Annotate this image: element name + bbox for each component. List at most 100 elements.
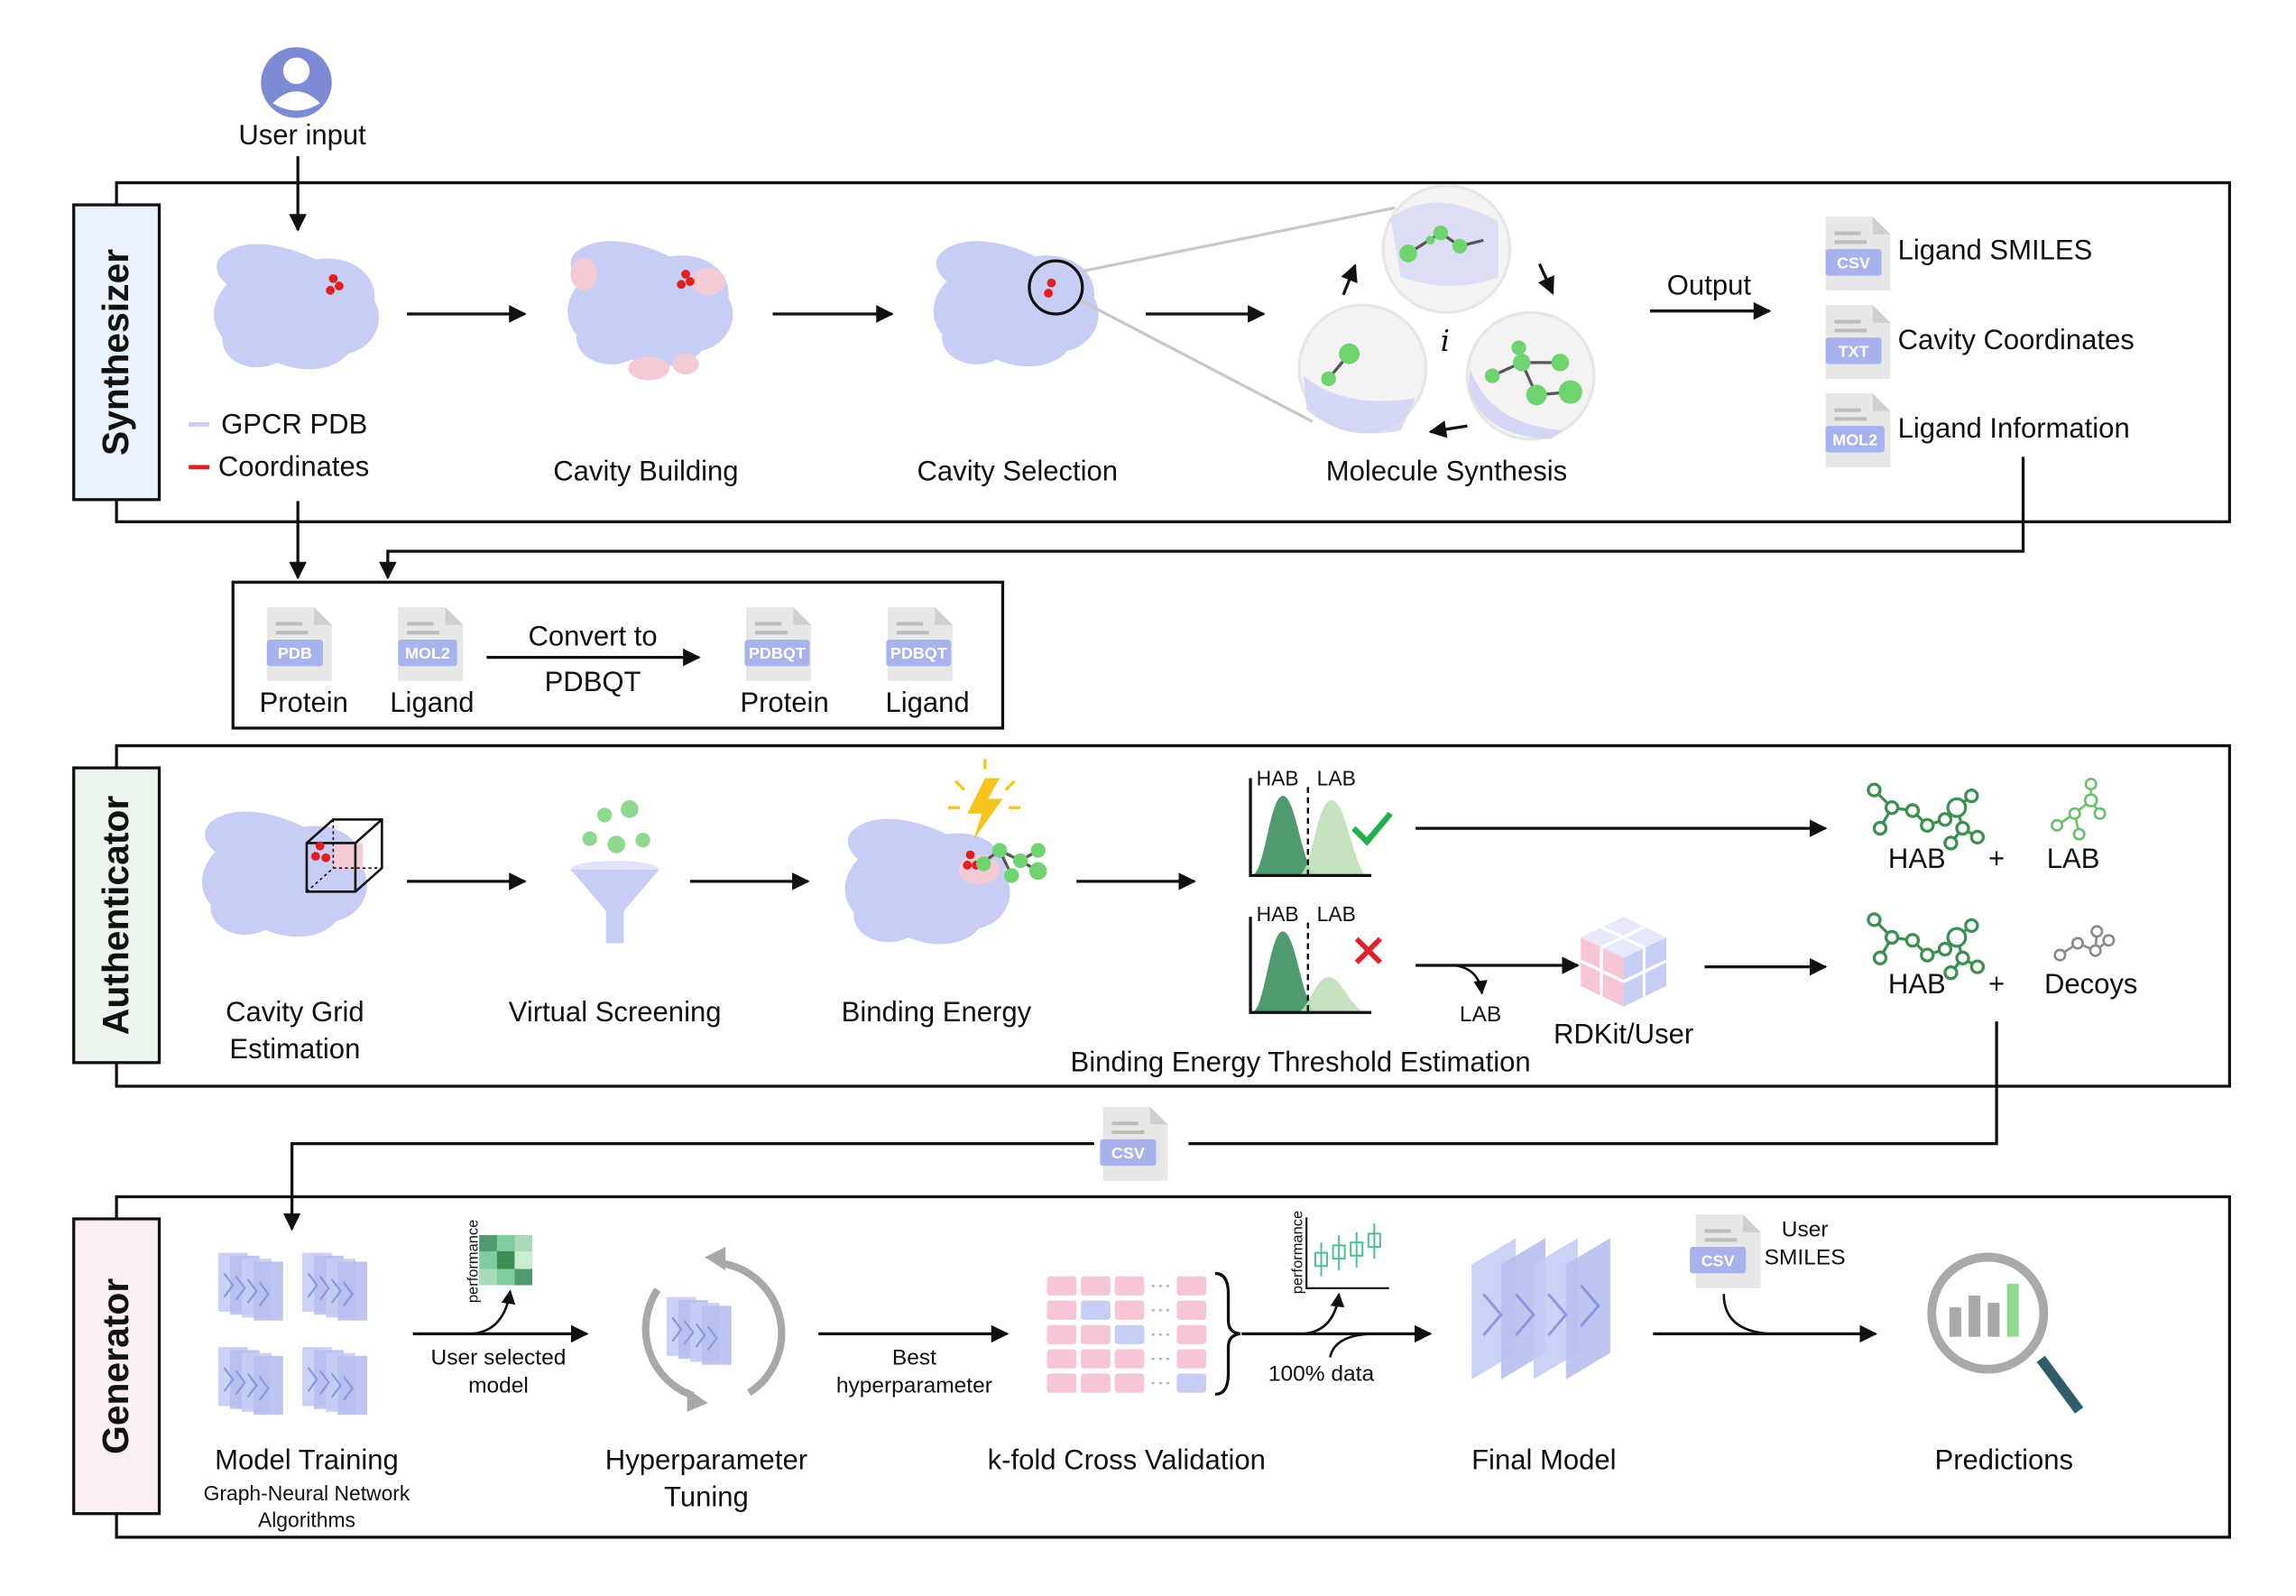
kfold-cell <box>1176 1324 1207 1344</box>
kfold-cell <box>1081 1300 1111 1320</box>
synthesizer-section: Synthesizer User input GPCR PDB Coordina… <box>72 47 2231 523</box>
kfold-brace <box>1214 1271 1240 1397</box>
hab-network-icon <box>1867 782 1986 851</box>
best-hp-label-2: hyperparameter <box>836 1374 992 1398</box>
cavity-selection-icon <box>933 206 1396 423</box>
output-file-mol2: MOL2 Ligand Information <box>1825 393 2130 467</box>
decoys-network-icon <box>2053 925 2116 962</box>
cavity-selection-label: Cavity Selection <box>917 456 1119 487</box>
convert-to-label: Convert to <box>528 621 657 652</box>
hundred-percent-label: 100% data <box>1268 1362 1375 1387</box>
authenticator-section: Authenticator Cavity Grid Estimation Vir… <box>72 743 2231 1088</box>
svg-text:PDBQT: PDBQT <box>890 644 947 662</box>
legend-pdb-label: GPCR PDB <box>221 408 367 439</box>
best-hp-label-1: Best <box>892 1346 936 1370</box>
predictions-label: Predictions <box>1935 1444 2074 1476</box>
authenticator-tab <box>72 766 161 1065</box>
generator-tab <box>72 1217 161 1516</box>
conversion-box: PDB Protein MOL2 Ligand Convert to PDBQT… <box>231 580 1005 730</box>
kfold-cell <box>1047 1349 1077 1369</box>
svg-text:CSV: CSV <box>1111 1144 1145 1162</box>
mol2-input-file-icon: MOL2 <box>398 607 464 681</box>
arrow-to-boxplot <box>1303 1292 1345 1335</box>
kfold-cell <box>1114 1324 1145 1344</box>
arrow-csv-to-generator <box>282 1142 1094 1232</box>
kfold-label: k-fold Cross Validation <box>988 1444 1266 1476</box>
kfold-cell <box>1114 1373 1145 1393</box>
result-decoys: Decoys <box>2044 968 2138 1000</box>
heatmap-performance-label: performance <box>466 1220 482 1303</box>
performance-heatmap-icon <box>479 1234 533 1286</box>
user-smiles-label-1: User <box>1782 1218 1829 1242</box>
synthesizer-title: Synthesizer <box>95 249 136 456</box>
virtual-screening-label: Virtual Screening <box>509 996 722 1028</box>
conversion-ligand-label: Ligand <box>390 687 474 718</box>
result-hab-1: HAB <box>1888 843 1946 874</box>
funnel-icon <box>570 800 659 944</box>
convert-format-label: PDBQT <box>545 666 641 697</box>
cavity-grid-icon <box>201 811 383 937</box>
gpcr-protein-icon <box>213 244 379 370</box>
plot2-hab-label: HAB <box>1257 902 1299 926</box>
generator-title: Generator <box>95 1278 136 1454</box>
pdbqt-ligand-label: Ligand <box>885 687 969 718</box>
kfold-cell <box>1176 1349 1207 1369</box>
hyperparameter-label-2: Tuning <box>664 1481 749 1513</box>
pdbqt-protein-file-icon: PDBQT <box>744 607 811 681</box>
cavity-building-label: Cavity Building <box>553 456 738 487</box>
kfold-cell <box>1176 1300 1207 1320</box>
user-input-label: User input <box>238 119 366 151</box>
output-label: Output <box>1667 270 1752 301</box>
result-lab: LAB <box>2047 843 2100 874</box>
lab-branch-label: LAB <box>1460 1002 1501 1027</box>
hyperparameter-cycle-icon <box>641 1247 786 1412</box>
model-training-label: Model Training <box>215 1444 399 1476</box>
cavity-building-icon <box>567 241 733 381</box>
csv-transfer-file-icon: CSV <box>1100 1106 1168 1181</box>
gnn-label-2: Algorithms <box>258 1508 355 1531</box>
kfold-cell <box>1176 1276 1207 1296</box>
arrow-mol2-to-conversion <box>379 457 2025 580</box>
kfold-cell <box>1081 1324 1111 1344</box>
grid-label-1: Cavity Grid <box>226 996 364 1028</box>
pdbqt-ligand-file-icon: PDBQT <box>886 607 953 681</box>
svg-text:CSV: CSV <box>1701 1251 1735 1269</box>
output-file-csv: CSV Ligand SMILES <box>1825 217 2093 291</box>
pdb-file-icon: PDB <box>266 607 332 681</box>
lab-network-icon <box>2051 778 2107 841</box>
arrow-auth-to-generator <box>1188 1021 1998 1146</box>
final-model-icon <box>1471 1238 1610 1380</box>
rdkit-cube-icon <box>1580 917 1667 1007</box>
rdkit-label: RDKit/User <box>1554 1019 1693 1050</box>
svg-text:TXT: TXT <box>1839 342 1869 360</box>
kfold-cell <box>1114 1276 1145 1296</box>
output-label-ligand-information: Ligand Information <box>1898 412 2130 444</box>
user-selected-label-2: model <box>468 1374 529 1398</box>
lightning-icon <box>967 778 1003 841</box>
svg-text:PDBQT: PDBQT <box>749 644 806 662</box>
output-label-ligand-smiles: Ligand SMILES <box>1898 235 2093 266</box>
hyperparameter-label-1: Hyperparameter <box>605 1444 807 1476</box>
kfold-cell <box>1047 1276 1077 1296</box>
output-file-txt: TXT Cavity Coordinates <box>1825 305 2135 379</box>
plot1-hab-label: HAB <box>1257 767 1299 790</box>
hundred-data-branch <box>1329 1333 1372 1358</box>
kfold-cell <box>1081 1349 1111 1369</box>
lab-branch-arrow <box>1453 964 1488 995</box>
generator-section: Generator Model Training Graph-Neural Ne… <box>72 1195 2231 1539</box>
kfold-cell <box>1047 1300 1077 1320</box>
user-selected-label-1: User selected <box>431 1346 567 1370</box>
user-smiles-merge <box>1722 1294 1770 1335</box>
kfold-grid-icon <box>1047 1276 1207 1393</box>
binding-energy-label: Binding Energy <box>842 996 1032 1028</box>
svg-text:MOL2: MOL2 <box>1832 430 1877 448</box>
user-avatar-icon <box>261 47 332 118</box>
cross-icon <box>1354 936 1382 964</box>
molecule-synthesis-label: Molecule Synthesis <box>1326 456 1567 487</box>
svg-text:MOL2: MOL2 <box>405 644 450 662</box>
plot1-lab-label: LAB <box>1317 767 1356 790</box>
check-icon <box>1351 811 1393 846</box>
authenticator-panel <box>115 743 2231 1088</box>
legend-coords-label: Coordinates <box>218 451 369 483</box>
